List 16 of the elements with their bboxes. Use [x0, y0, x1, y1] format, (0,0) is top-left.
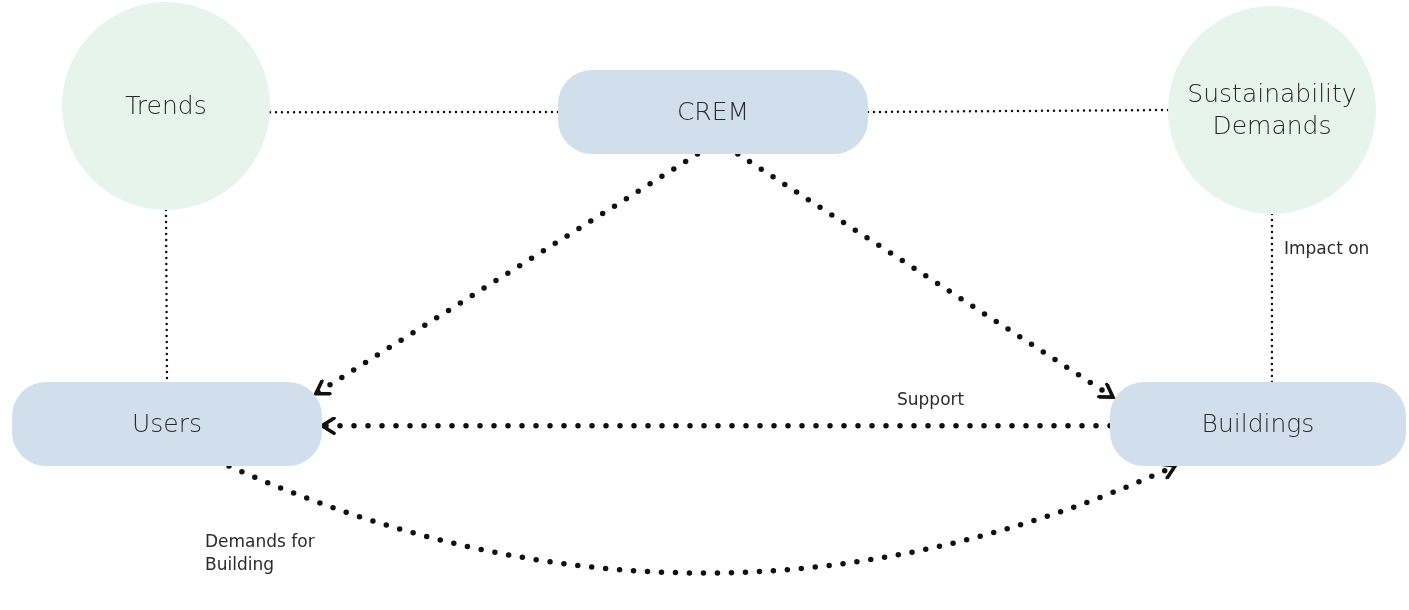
- edge-label: Impact on: [1284, 237, 1370, 260]
- node-label: CREM: [675, 95, 751, 128]
- entity-box: [12, 382, 322, 466]
- entity-box: [558, 70, 868, 154]
- edge-label: Demands for Building: [205, 530, 316, 576]
- node-label: Sustainability Demands: [1186, 77, 1358, 142]
- dotted-line: [1270, 212, 1274, 384]
- edge-label: Support: [897, 388, 965, 411]
- dotted-arrow: [313, 151, 701, 397]
- node-label: Trends: [124, 89, 208, 122]
- dotted-arrow: [735, 151, 1116, 400]
- node-label: Buildings: [1200, 407, 1316, 440]
- dotted-line: [268, 110, 560, 114]
- node-label: Users: [131, 407, 203, 440]
- dotted-line: [866, 108, 1170, 114]
- entity-box: [1110, 382, 1406, 466]
